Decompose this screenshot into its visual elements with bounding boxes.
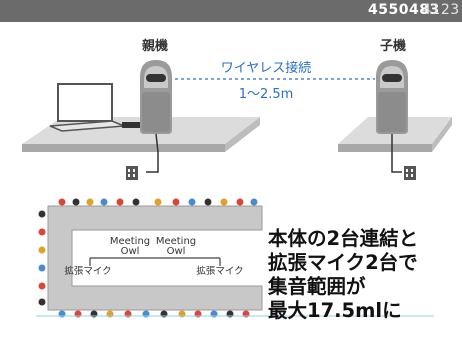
owl-left-label-1: Meeting: [110, 236, 150, 247]
caption-line-4: 最大17.5mlに: [268, 299, 402, 322]
child-label: 子機: [380, 38, 406, 54]
power-plug-icon: [126, 166, 138, 180]
attendees-top: [58, 198, 258, 206]
laptop-icon: [49, 83, 148, 132]
product-code-secondary: 4123: [422, 2, 460, 18]
attendees-left: [38, 210, 46, 306]
conference-table: [47, 205, 263, 311]
caption-line-1: 本体の2台連結と: [268, 227, 419, 250]
illustration: 親機 子機 ワイヤレス接続 1〜2.5m: [0, 22, 462, 338]
child-owl-device: [376, 60, 408, 152]
owl-right-label-1: Meeting: [156, 236, 196, 247]
header-bar: 4550483 4123: [0, 0, 462, 22]
parent-owl-device: [140, 60, 172, 153]
distance-label: 1〜2.5m: [239, 87, 294, 102]
mic-left-label: 拡張マイク: [64, 265, 111, 277]
mic-right-label: 拡張マイク: [196, 265, 243, 277]
feature-caption: 本体の2台連結と 拡張マイク2台で 集音範囲が 最大17.5mlに: [268, 227, 458, 323]
power-plug-icon-right: [404, 166, 416, 180]
diagram-svg: 親機 子機 ワイヤレス接続 1〜2.5m: [22, 38, 452, 318]
product-code: 4550483: [368, 2, 440, 18]
owl-left-label-2: Owl: [121, 246, 140, 257]
parent-label: 親機: [142, 38, 168, 54]
wireless-link-label: ワイヤレス接続: [221, 60, 312, 76]
caption-line-2: 拡張マイク2台で: [268, 251, 418, 274]
caption-line-3: 集音範囲が: [268, 275, 366, 298]
power-cable: [146, 152, 159, 173]
owl-right-label-2: Owl: [167, 246, 186, 257]
power-cable-right: [391, 152, 402, 173]
